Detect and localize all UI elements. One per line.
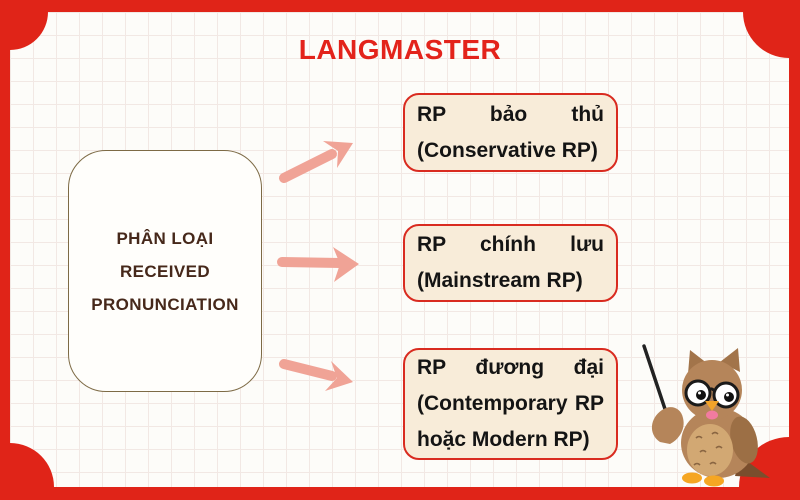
branch-box-conservative-rp: RP bảo thủ (Conservative RP) xyxy=(403,93,618,172)
branch-line: hoặc Modern RP) xyxy=(417,428,590,451)
branch-box-contemporary-rp: RP đương đại (Contemporary RP hoặc Moder… xyxy=(403,348,618,460)
branch-line: (Mainstream RP) xyxy=(417,269,583,292)
branch-line: RP chính lưu xyxy=(417,233,604,256)
branch-line: (Conservative RP) xyxy=(417,138,598,162)
branch-line: RP bảo thủ xyxy=(417,102,604,126)
source-box-line: RECEIVED xyxy=(119,261,211,281)
source-box-phan-loai: PHÂN LOẠI RECEIVED PRONUNCIATION xyxy=(68,150,262,392)
grid-paper-background xyxy=(10,12,789,487)
branch-line: (Contemporary RP xyxy=(417,392,604,415)
langmaster-logo: LANGMASTER xyxy=(298,34,502,65)
source-box-line: PRONUNCIATION xyxy=(91,294,239,314)
branch-line: RP đương đại xyxy=(417,356,604,379)
source-box-line: PHÂN LOẠI xyxy=(116,228,214,248)
branch-box-mainstream-rp: RP chính lưu (Mainstream RP) xyxy=(403,224,618,302)
